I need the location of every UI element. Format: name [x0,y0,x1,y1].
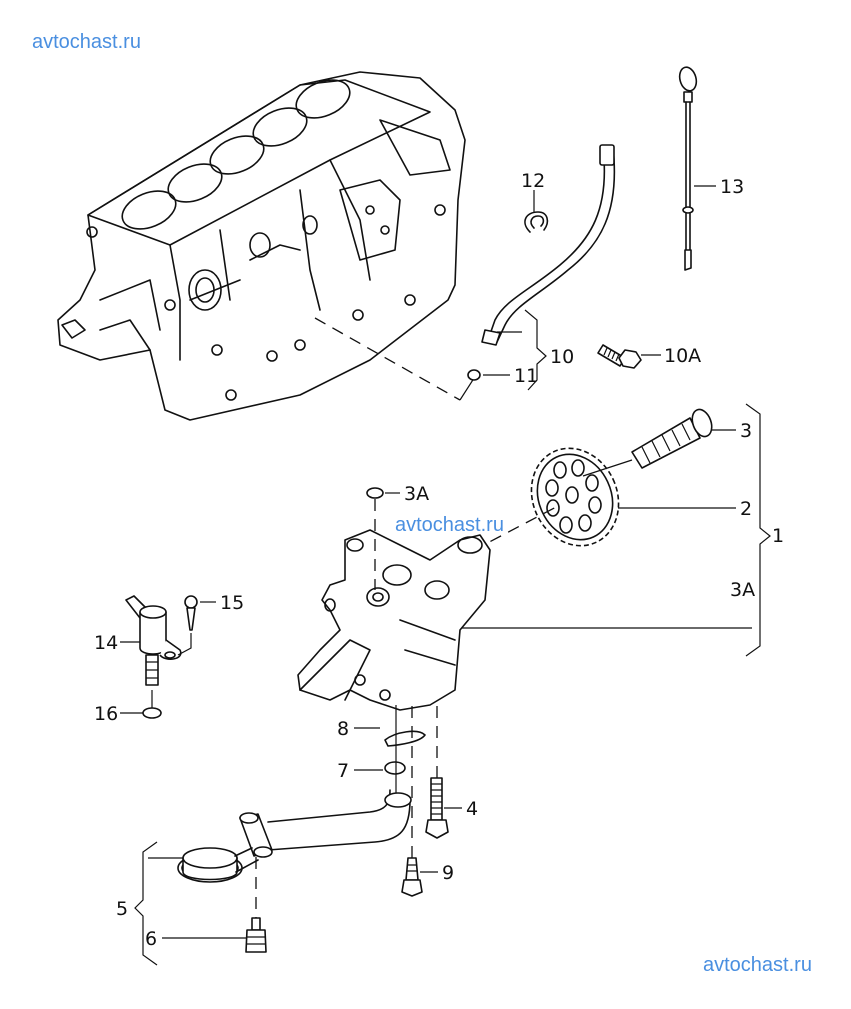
callout-4: 4 [466,798,478,820]
bolt-9 [401,857,423,897]
bolt-3 [631,408,713,469]
screw-15 [184,595,198,631]
callout-6: 6 [145,928,157,950]
callout-12: 12 [521,170,545,192]
bolt-10A [597,344,642,369]
callout-3A-pump: 3A [730,579,755,601]
callout-10A: 10A [664,345,701,367]
plug-6 [245,917,267,953]
callout-2: 2 [740,498,752,520]
gasket-8 [384,730,426,747]
callout-10: 10 [550,346,574,368]
callout-3: 3 [740,420,752,442]
leader-dashed-block [314,317,461,401]
callout-9: 9 [442,862,454,884]
oil-pickup [177,789,412,883]
callout-7: 7 [337,760,349,782]
oil-pump [297,529,491,711]
o-ring-11 [467,369,481,381]
callout-13: 13 [720,176,744,198]
o-ring-16 [142,707,162,719]
valve-14 [125,595,182,686]
callout-5: 5 [116,898,128,920]
callout-16: 16 [94,703,118,725]
o-ring-3A [366,487,384,499]
clip-12 [524,211,549,233]
watermark-center: avtochast.ru [395,514,504,536]
bolt-4 [425,777,449,839]
engine-block [57,71,466,421]
callout-1: 1 [772,525,784,547]
oil-dipstick [678,66,698,271]
dipstick-guide-tube [481,144,616,346]
callout-3A-oring: 3A [404,483,429,505]
callout-8: 8 [337,718,349,740]
watermark-top: avtochast.ru [32,31,141,53]
watermark-bottom: avtochast.ru [703,954,812,976]
callout-15: 15 [220,592,244,614]
callout-leaders [120,185,771,966]
callout-11: 11 [514,365,538,387]
callout-14: 14 [94,632,118,654]
sprocket [530,447,620,547]
o-ring-7 [384,761,406,775]
